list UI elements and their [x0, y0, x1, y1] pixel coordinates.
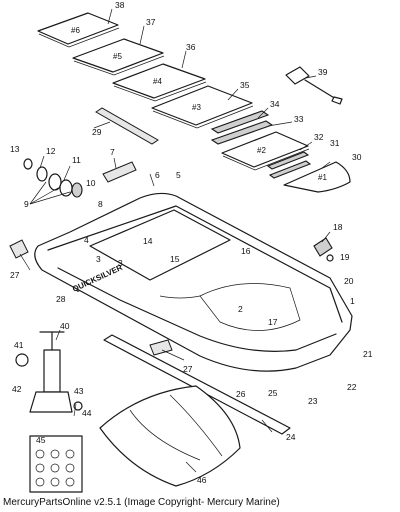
strip-24: [103, 334, 291, 435]
callout: 39: [318, 67, 328, 77]
callout: 43: [74, 386, 84, 396]
transom-panel-1: #1: [283, 161, 351, 193]
callout: 31: [330, 138, 340, 148]
callout: 7: [110, 147, 115, 157]
callout: 40: [60, 321, 70, 331]
callout: 24: [286, 432, 296, 442]
callout: 9: [24, 199, 29, 209]
callout: 16: [241, 246, 251, 256]
floor-panel-3: #3: [151, 85, 254, 129]
callout: 3: [118, 258, 123, 268]
callout: 2: [238, 304, 243, 314]
callout: 1: [350, 296, 355, 306]
storage-bag-46: [99, 385, 241, 487]
callout: 29: [92, 127, 102, 137]
callout: 11: [72, 155, 81, 165]
plate-label-4: #4: [153, 77, 162, 86]
handle-27-left: [9, 239, 29, 259]
leader-lines: [19, 8, 331, 473]
callout: 46: [197, 475, 207, 485]
callout: 42: [12, 384, 22, 394]
callout: 25: [268, 388, 278, 398]
floor-panel-6: #6: [37, 12, 120, 48]
plate-label-5: #5: [113, 52, 122, 61]
callouts: 1 2 3 3 4 5 6 7 8 9 10 11 12 13 14 15 16…: [10, 0, 373, 485]
callout: 27: [183, 364, 193, 374]
callout: 10: [86, 178, 96, 188]
inflatable-boat-hull: QUICKSILVER: [34, 192, 353, 372]
callout: 5: [176, 170, 181, 180]
rail-33: [210, 110, 270, 134]
callout: 30: [352, 152, 362, 162]
callout: 13: [10, 144, 20, 154]
callout: 19: [340, 252, 350, 262]
floor-panel-4: #4: [112, 63, 207, 102]
callout: 15: [170, 254, 180, 264]
callout: 36: [186, 42, 196, 52]
callout: 35: [240, 80, 250, 90]
oar-39: [285, 66, 343, 105]
callout: 23: [308, 396, 318, 406]
callout: 6: [155, 170, 160, 180]
callout: 3: [96, 254, 101, 264]
handle-27-bottom: [149, 339, 173, 356]
callout: 22: [347, 382, 357, 392]
repair-kit-44: [29, 435, 83, 493]
callout: 44: [82, 408, 92, 418]
callout: 4: [84, 235, 89, 245]
callout: 8: [98, 199, 103, 209]
rails-31-32: [266, 151, 312, 179]
callout: 41: [14, 340, 24, 350]
callout: 28: [56, 294, 66, 304]
callout: 38: [115, 0, 125, 10]
callout: 37: [146, 17, 156, 27]
oarlock-18: [313, 237, 334, 262]
callout: 33: [294, 114, 304, 124]
handle-7: [102, 161, 137, 183]
callout: 20: [344, 276, 354, 286]
callout: 17: [268, 317, 278, 327]
floor-panel-2: #2: [221, 131, 310, 171]
callout: 34: [270, 99, 280, 109]
stringer-29: [95, 107, 159, 145]
callout: 18: [333, 222, 343, 232]
foot-pump: [15, 331, 83, 413]
callout: 26: [236, 389, 246, 399]
plate-label-2: #2: [257, 146, 266, 155]
callout: 21: [363, 349, 373, 359]
callout: 12: [46, 146, 56, 156]
plate-label-1: #1: [318, 173, 327, 182]
callout: 27: [10, 270, 20, 280]
callout: 45: [36, 435, 46, 445]
plate-label-3: #3: [192, 103, 201, 112]
floor-panel-5: #5: [72, 38, 165, 76]
callout: 32: [314, 132, 324, 142]
plate-label-6: #6: [71, 26, 80, 35]
callout: 14: [143, 236, 153, 246]
image-caption: MercuryPartsOnline v2.5.1 (Image Copyrig…: [3, 497, 280, 508]
